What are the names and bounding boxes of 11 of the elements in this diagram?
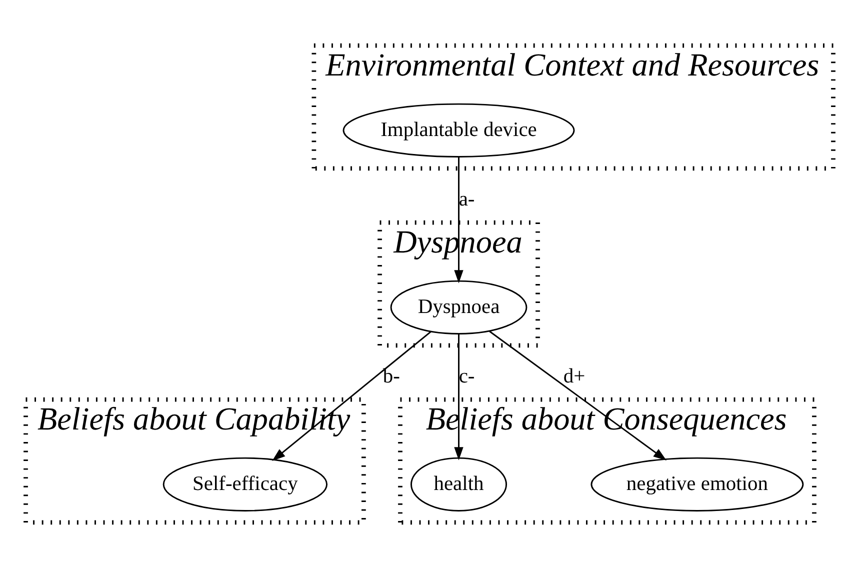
node-ellipse: Self-efficacy (162, 456, 328, 511)
node-ellipse: negative emotion (590, 456, 804, 511)
arrow (454, 156, 464, 283)
edge-label: d+ (563, 364, 586, 387)
node-ellipse: Dyspnoea (390, 280, 528, 334)
node-ellipse: Implantable device (342, 102, 575, 157)
arrow (454, 333, 464, 460)
edge-label: c- (458, 364, 475, 387)
node-ellipse: health (410, 456, 508, 511)
edge-label: a- (458, 188, 475, 210)
edge-label: b- (382, 364, 400, 387)
